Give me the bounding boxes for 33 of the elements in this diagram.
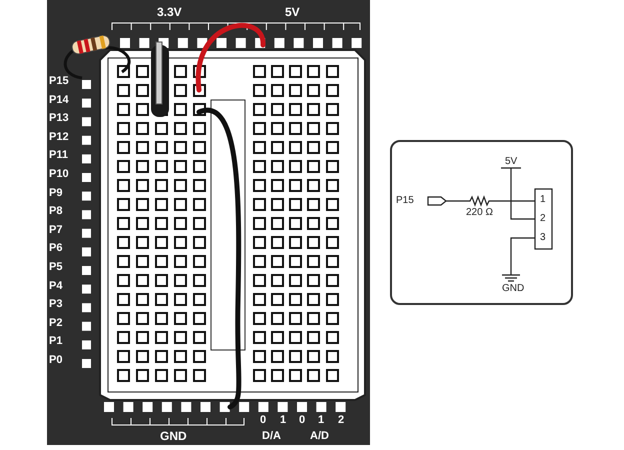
supply-label: 3.3V [157,6,182,18]
channel-number: 2 [338,415,344,426]
pin-label: P14 [49,94,69,106]
channel-number: 0 [260,415,266,426]
pin-label: P12 [49,132,69,143]
channel-number: 1 [318,415,324,426]
pin-label: P4 [49,280,62,292]
pin-label: P15 [396,196,414,206]
pin-number: 1 [540,195,546,205]
supply-label: 5V [505,157,518,167]
pin-label: P7 [49,224,62,236]
pin-label: P3 [49,299,62,310]
pin-label: P1 [49,336,62,348]
supply-label: 5V [285,6,300,18]
pin-label: P11 [49,150,68,162]
pin-label: P0 [49,355,62,366]
resistor-value: 220 Ω [466,208,493,218]
pin-label: P2 [49,318,62,329]
pin-label: P10 [49,169,69,180]
pin-number: 3 [540,233,546,243]
channel-number: 1 [280,415,286,426]
ground-label: GND [160,430,187,442]
pin-label: P8 [49,206,62,218]
pin-label: P6 [49,243,62,254]
pin-number: 2 [540,214,546,224]
channel-group-label: A/D [310,431,329,442]
ground-label: GND [502,284,524,294]
pin-label: P5 [49,262,62,273]
pin-label: P13 [49,113,69,124]
channel-number: 0 [299,415,306,426]
pin-label: P15 [49,76,69,87]
channel-group-label: D/A [262,431,281,442]
pin-label: P9 [49,188,62,199]
